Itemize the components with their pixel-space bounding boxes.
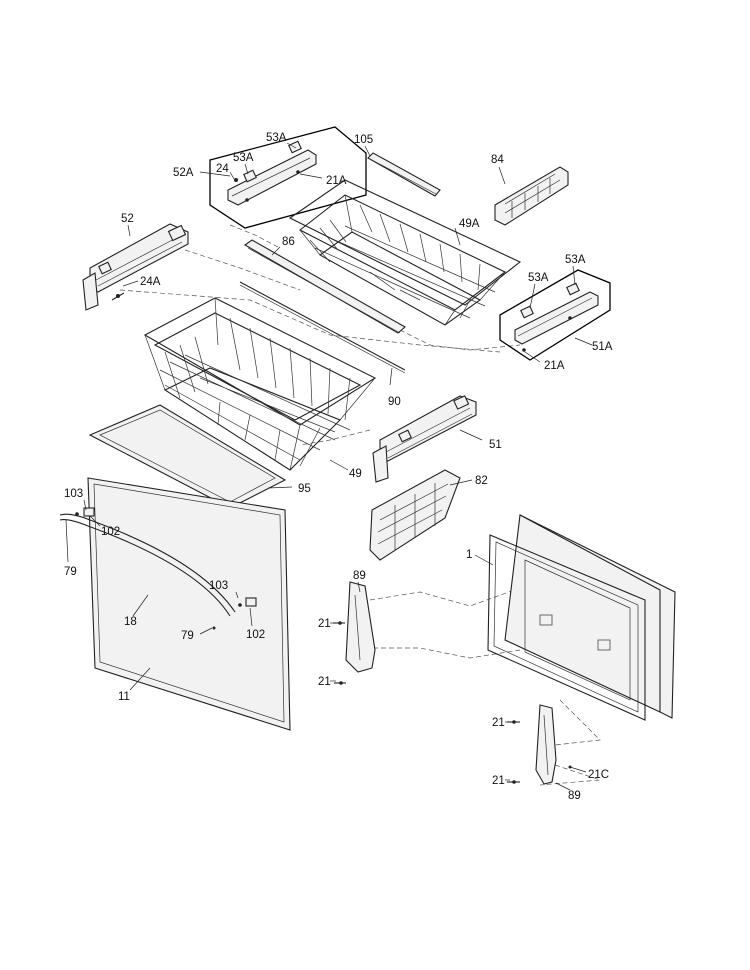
callout-53a-left: 53A xyxy=(233,152,254,164)
callout-103-left: 103 xyxy=(64,488,83,500)
callout-103-right: 103 xyxy=(209,580,228,592)
callout-1: 1 xyxy=(466,549,472,561)
callout-102-right: 102 xyxy=(246,629,265,641)
hinge-bracket-89-bottom xyxy=(507,704,572,785)
callout-21-d: 21 xyxy=(492,775,505,787)
divider-84 xyxy=(494,166,569,226)
callout-53a-top: 53A xyxy=(266,132,287,144)
callout-11: 11 xyxy=(118,691,130,703)
callout-86: 86 xyxy=(282,236,295,248)
callout-labels: 53A 105 84 52A 24 53A 21A 49A 52 86 53A … xyxy=(64,132,613,802)
callout-53a-right: 53A xyxy=(528,272,549,284)
divider-82 xyxy=(369,469,461,561)
callout-89-top: 89 xyxy=(353,570,366,582)
callout-105: 105 xyxy=(354,134,373,146)
callout-49: 49 xyxy=(349,468,362,480)
callout-79-right: 79 xyxy=(181,630,194,642)
left-slide-52 xyxy=(82,223,189,311)
callout-21a-top: 21A xyxy=(326,175,347,187)
crossbar-105 xyxy=(367,152,441,197)
slide-assembly-51a xyxy=(499,269,611,361)
callout-49a: 49A xyxy=(459,218,480,230)
callout-52a: 52A xyxy=(173,167,194,179)
callout-79-left: 79 xyxy=(64,566,77,578)
callout-84: 84 xyxy=(491,154,504,166)
leader-lines xyxy=(65,142,593,791)
door-panel-11 xyxy=(59,477,291,731)
callout-90: 90 xyxy=(388,396,401,408)
hinge-bracket-89-top xyxy=(333,581,376,685)
slide-assembly-52a xyxy=(209,126,367,229)
callout-21a-right: 21A xyxy=(544,360,565,372)
callout-102-left: 102 xyxy=(101,526,120,538)
right-slide-51 xyxy=(372,395,477,483)
callout-82: 82 xyxy=(475,475,488,487)
callout-53a-right-top: 53A xyxy=(565,254,586,266)
front-rail-86 xyxy=(243,239,406,334)
callout-89-bottom: 89 xyxy=(568,790,581,802)
callout-21-c: 21 xyxy=(492,717,505,729)
callout-21-a: 21 xyxy=(318,618,331,630)
callout-21-b: 21 xyxy=(318,676,331,688)
lower-basket-49 xyxy=(143,297,377,471)
callout-18: 18 xyxy=(124,616,137,628)
assembly-guide-lines xyxy=(119,224,601,786)
callout-95: 95 xyxy=(298,483,311,495)
rod-90 xyxy=(239,281,406,374)
callout-52: 52 xyxy=(121,213,134,225)
door-frame-1 xyxy=(487,514,676,721)
callout-24: 24 xyxy=(216,163,229,175)
callout-51a: 51A xyxy=(592,341,613,353)
upper-basket-49a xyxy=(288,179,522,326)
tray-95 xyxy=(88,404,287,509)
callout-24a: 24A xyxy=(140,276,161,288)
callout-21c: 21C xyxy=(588,769,609,781)
callout-51: 51 xyxy=(489,439,502,451)
